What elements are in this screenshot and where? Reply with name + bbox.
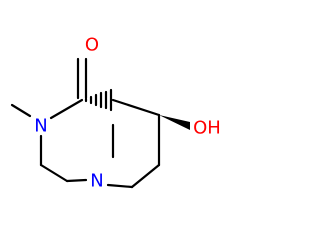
atom-label-hydroxyl: OH <box>193 118 221 139</box>
bold-wedge-bond <box>159 115 190 130</box>
bond-c1-n2 <box>49 98 84 120</box>
bond-n2-methyl <box>10 103 32 118</box>
hashed-wedge-bond <box>84 88 113 112</box>
atom-label-nitrogen-amide: N <box>34 116 47 137</box>
bond-group <box>10 57 161 189</box>
atom-labels: O N N OH <box>34 35 221 192</box>
bond-c6-n5 <box>106 183 134 189</box>
atom-label-nitrogen-ring: N <box>90 171 103 192</box>
atom-label-oxygen-carbonyl: O <box>85 35 99 56</box>
molecule-structure-canvas: O N N OH <box>10 35 221 192</box>
bond-c7-c6 <box>130 163 161 189</box>
bond-c4-n5 <box>65 178 88 183</box>
bond-c3-c4 <box>39 163 69 183</box>
bond-c8a-c8 <box>111 98 161 117</box>
